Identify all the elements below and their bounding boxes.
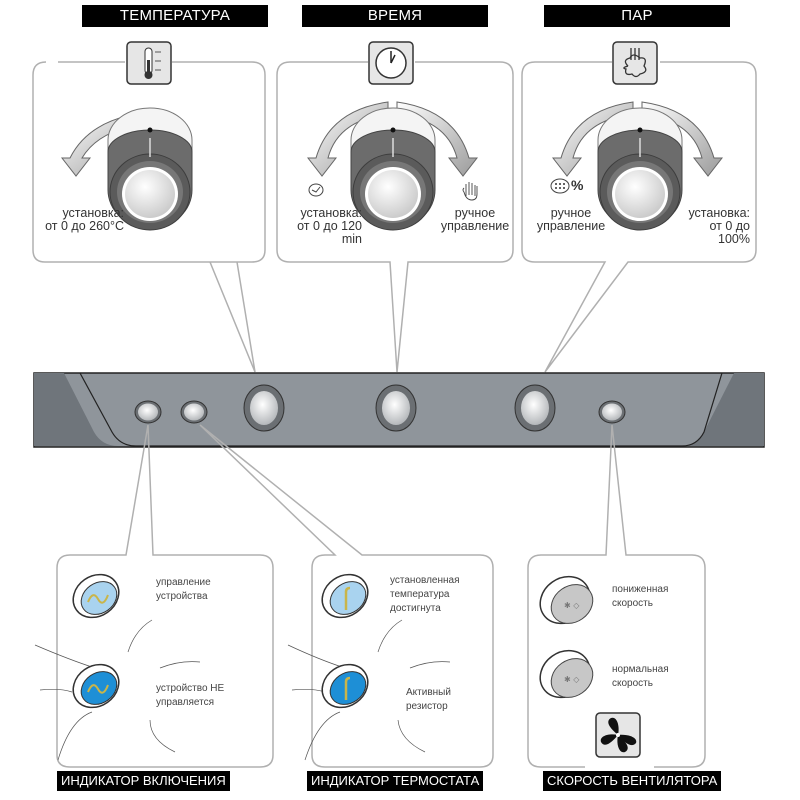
fan-speed-title: СКОРОСТЬ ВЕНТИЛЯТОРА — [543, 771, 722, 791]
thermostat-indicator-title: ИНДИКАТОР ТЕРМОСТАТА — [307, 771, 484, 791]
label-line: 100% — [718, 232, 750, 246]
thermostat-lamp-off — [321, 573, 369, 619]
label-line: резистор — [406, 701, 448, 712]
fan-normal-label: нормальная скорость — [612, 663, 669, 691]
label-line: от 0 до 260°C — [45, 219, 124, 233]
clock-icon — [375, 47, 407, 79]
light-rays-power — [34, 619, 201, 761]
label-line: достигнута — [390, 603, 441, 614]
steam-icon-box — [612, 41, 658, 85]
label-line: пониженная — [612, 584, 669, 595]
label-line: ручное — [550, 206, 592, 220]
fan-icon — [600, 717, 637, 753]
label-line: температура — [390, 589, 450, 600]
power-indicator-lamp — [134, 400, 162, 424]
power-on-label: устройство НЕ управляется — [156, 682, 224, 710]
time-knob[interactable] — [350, 107, 436, 231]
label-line: устройства — [156, 591, 208, 602]
fan-button-normal: ✱ ◇ — [539, 649, 594, 699]
hand-icon — [462, 182, 478, 201]
temperature-title: ТЕМПЕРАТУРА — [82, 5, 268, 27]
label-line: установка: — [62, 206, 124, 220]
steam-manual-label: ручное управление — [532, 207, 610, 233]
thermostat-on-label: Активный резистор — [406, 686, 451, 714]
thermostat-off-label: установленная температура достигнута — [390, 574, 460, 616]
label-line: установленная — [390, 575, 460, 586]
label-line: управление — [536, 219, 606, 233]
light-rays-thermostat — [287, 619, 451, 761]
power-indicator-panel-frame — [56, 424, 274, 768]
panel-time-knob[interactable] — [375, 384, 417, 432]
timer-icon — [308, 183, 324, 197]
time-title: ВРЕМЯ — [302, 5, 488, 27]
steam-title: ПАР — [544, 5, 730, 27]
humidity-percent-icon — [550, 178, 570, 194]
fan-button-low: ✱ ◇ — [539, 575, 594, 625]
thermostat-lamp-on — [321, 663, 369, 709]
label-line: скорость — [612, 598, 653, 609]
label-line: управление — [156, 577, 211, 588]
thermometer-icon — [144, 47, 161, 79]
power-indicator-title: ИНДИКАТОР ВКЛЮЧЕНИЯ — [57, 771, 230, 791]
time-manual-label: ручное управление — [436, 207, 514, 233]
fan-speed-panel-frame — [527, 424, 706, 768]
label-line: установка: — [300, 206, 362, 220]
label-line: скорость — [612, 678, 653, 689]
temperature-panel-frame — [32, 61, 266, 373]
time-setting-label: установка: от 0 до 120 min — [276, 207, 362, 246]
label-line: управление — [440, 219, 510, 233]
label-line: от 0 до — [709, 219, 750, 233]
label-line: ручное — [454, 206, 496, 220]
power-lamp-off — [72, 573, 120, 619]
label-line: управляется — [156, 697, 214, 708]
steam-panel-frame — [521, 61, 757, 373]
steam-icon — [623, 48, 647, 78]
label-line: устройство НЕ — [156, 683, 225, 694]
steam-setting-label: установка: от 0 до 100% — [670, 207, 750, 246]
temperature-setting-label: установка: от 0 до 260°C — [38, 207, 124, 233]
power-off-label: управление устройства — [156, 576, 211, 604]
power-lamp-on — [72, 663, 120, 709]
percent-symbol: % — [571, 177, 584, 193]
thermostat-indicator-panel-frame — [199, 424, 494, 768]
panel-temperature-knob[interactable] — [243, 384, 285, 432]
label-line: Активный — [406, 687, 451, 698]
svg-text:✱ ◇: ✱ ◇ — [564, 601, 580, 610]
thermostat-indicator-lamp — [180, 400, 208, 424]
label-line: нормальная — [612, 664, 669, 675]
panel-steam-knob[interactable] — [514, 384, 556, 432]
label-line: установка: — [688, 206, 750, 220]
fan-speed-button[interactable] — [598, 400, 626, 424]
fan-low-label: пониженная скорость — [612, 583, 668, 611]
time-panel-frame — [276, 61, 514, 373]
label-line: от 0 до 120 min — [297, 219, 362, 246]
svg-text:✱ ◇: ✱ ◇ — [564, 675, 580, 684]
